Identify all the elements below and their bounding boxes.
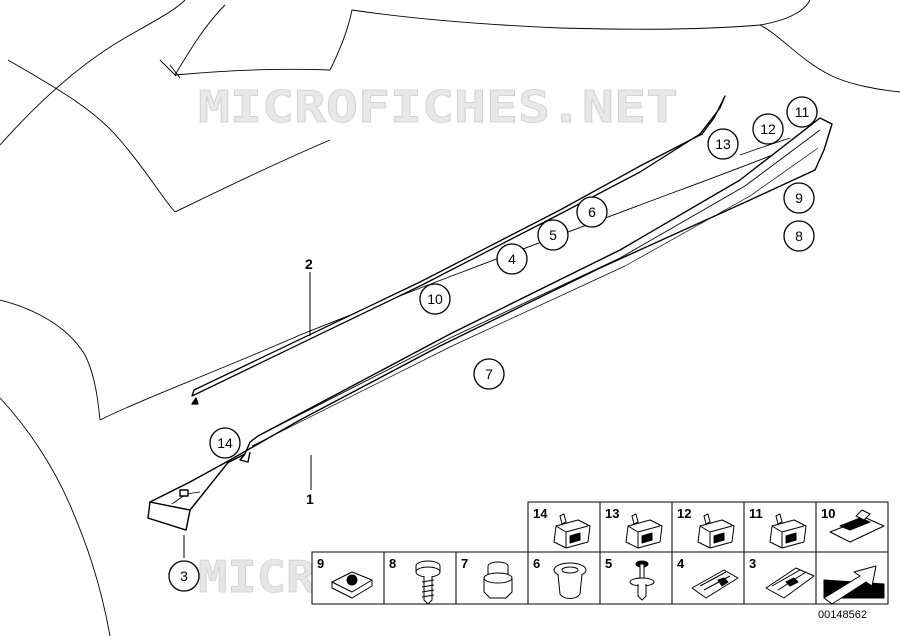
side-sill (147, 117, 833, 531)
callout-12[interactable]: 12 (752, 113, 784, 145)
callout-14[interactable]: 14 (209, 427, 241, 459)
legend-num-11: 11 (749, 506, 763, 521)
callout-9[interactable]: 9 (783, 182, 815, 214)
callout-10[interactable]: 10 (419, 283, 451, 315)
callout-11[interactable]: 11 (786, 96, 818, 128)
clip-icon (691, 569, 739, 599)
bracket-icon (829, 509, 885, 543)
arrow-icon[interactable] (823, 565, 885, 605)
legend-num-6: 6 (533, 556, 540, 571)
legend-num-12: 12 (677, 506, 691, 521)
watermark-top: MICROFICHES.NET (198, 82, 678, 133)
callout-3[interactable]: 3 (168, 560, 200, 592)
legend-num-5: 5 (605, 556, 612, 571)
svg-text:10: 10 (427, 291, 443, 307)
grommet-icon (553, 562, 587, 599)
legend-num-13: 13 (605, 506, 619, 521)
legend-num-7: 7 (461, 556, 468, 571)
callout-label-2: 2 (305, 256, 313, 272)
callout-7[interactable]: 7 (473, 358, 505, 390)
parts-legend (311, 501, 889, 605)
rivet-icon (629, 560, 655, 601)
svg-text:13: 13 (715, 136, 731, 152)
svg-text:6: 6 (588, 204, 596, 220)
clip-icon (331, 571, 373, 599)
legend-num-9: 9 (317, 556, 324, 571)
svg-text:7: 7 (485, 366, 493, 382)
legend-num-4: 4 (677, 556, 685, 571)
plug-icon (483, 561, 513, 599)
legend-num-8: 8 (389, 556, 396, 571)
legend-num-14: 14 (533, 506, 548, 521)
svg-text:4: 4 (508, 251, 516, 267)
callout-4[interactable]: 4 (496, 243, 528, 275)
trim-strip (191, 95, 726, 405)
leader-lines (183, 272, 312, 558)
clip-icon (625, 513, 663, 549)
callout-8[interactable]: 8 (783, 220, 815, 252)
svg-text:3: 3 (180, 568, 188, 584)
svg-text:8: 8 (795, 228, 803, 244)
screw-icon (415, 560, 441, 605)
clip-icon (769, 513, 807, 549)
svg-text:12: 12 (760, 121, 776, 137)
clip-icon (697, 513, 735, 549)
svg-text:9: 9 (795, 190, 803, 206)
svg-text:11: 11 (795, 104, 810, 120)
callout-5[interactable]: 5 (537, 219, 569, 251)
clip-icon (553, 513, 591, 549)
callout-6[interactable]: 6 (576, 196, 608, 228)
legend-num-3: 3 (749, 556, 756, 571)
callout-label-1: 1 (306, 491, 314, 507)
clip-icon (765, 567, 815, 599)
legend-num-10: 10 (821, 506, 835, 521)
callout-13[interactable]: 13 (707, 128, 739, 160)
svg-text:14: 14 (217, 435, 233, 451)
diagram-id: 00148562 (818, 609, 867, 621)
svg-text:5: 5 (549, 227, 557, 243)
